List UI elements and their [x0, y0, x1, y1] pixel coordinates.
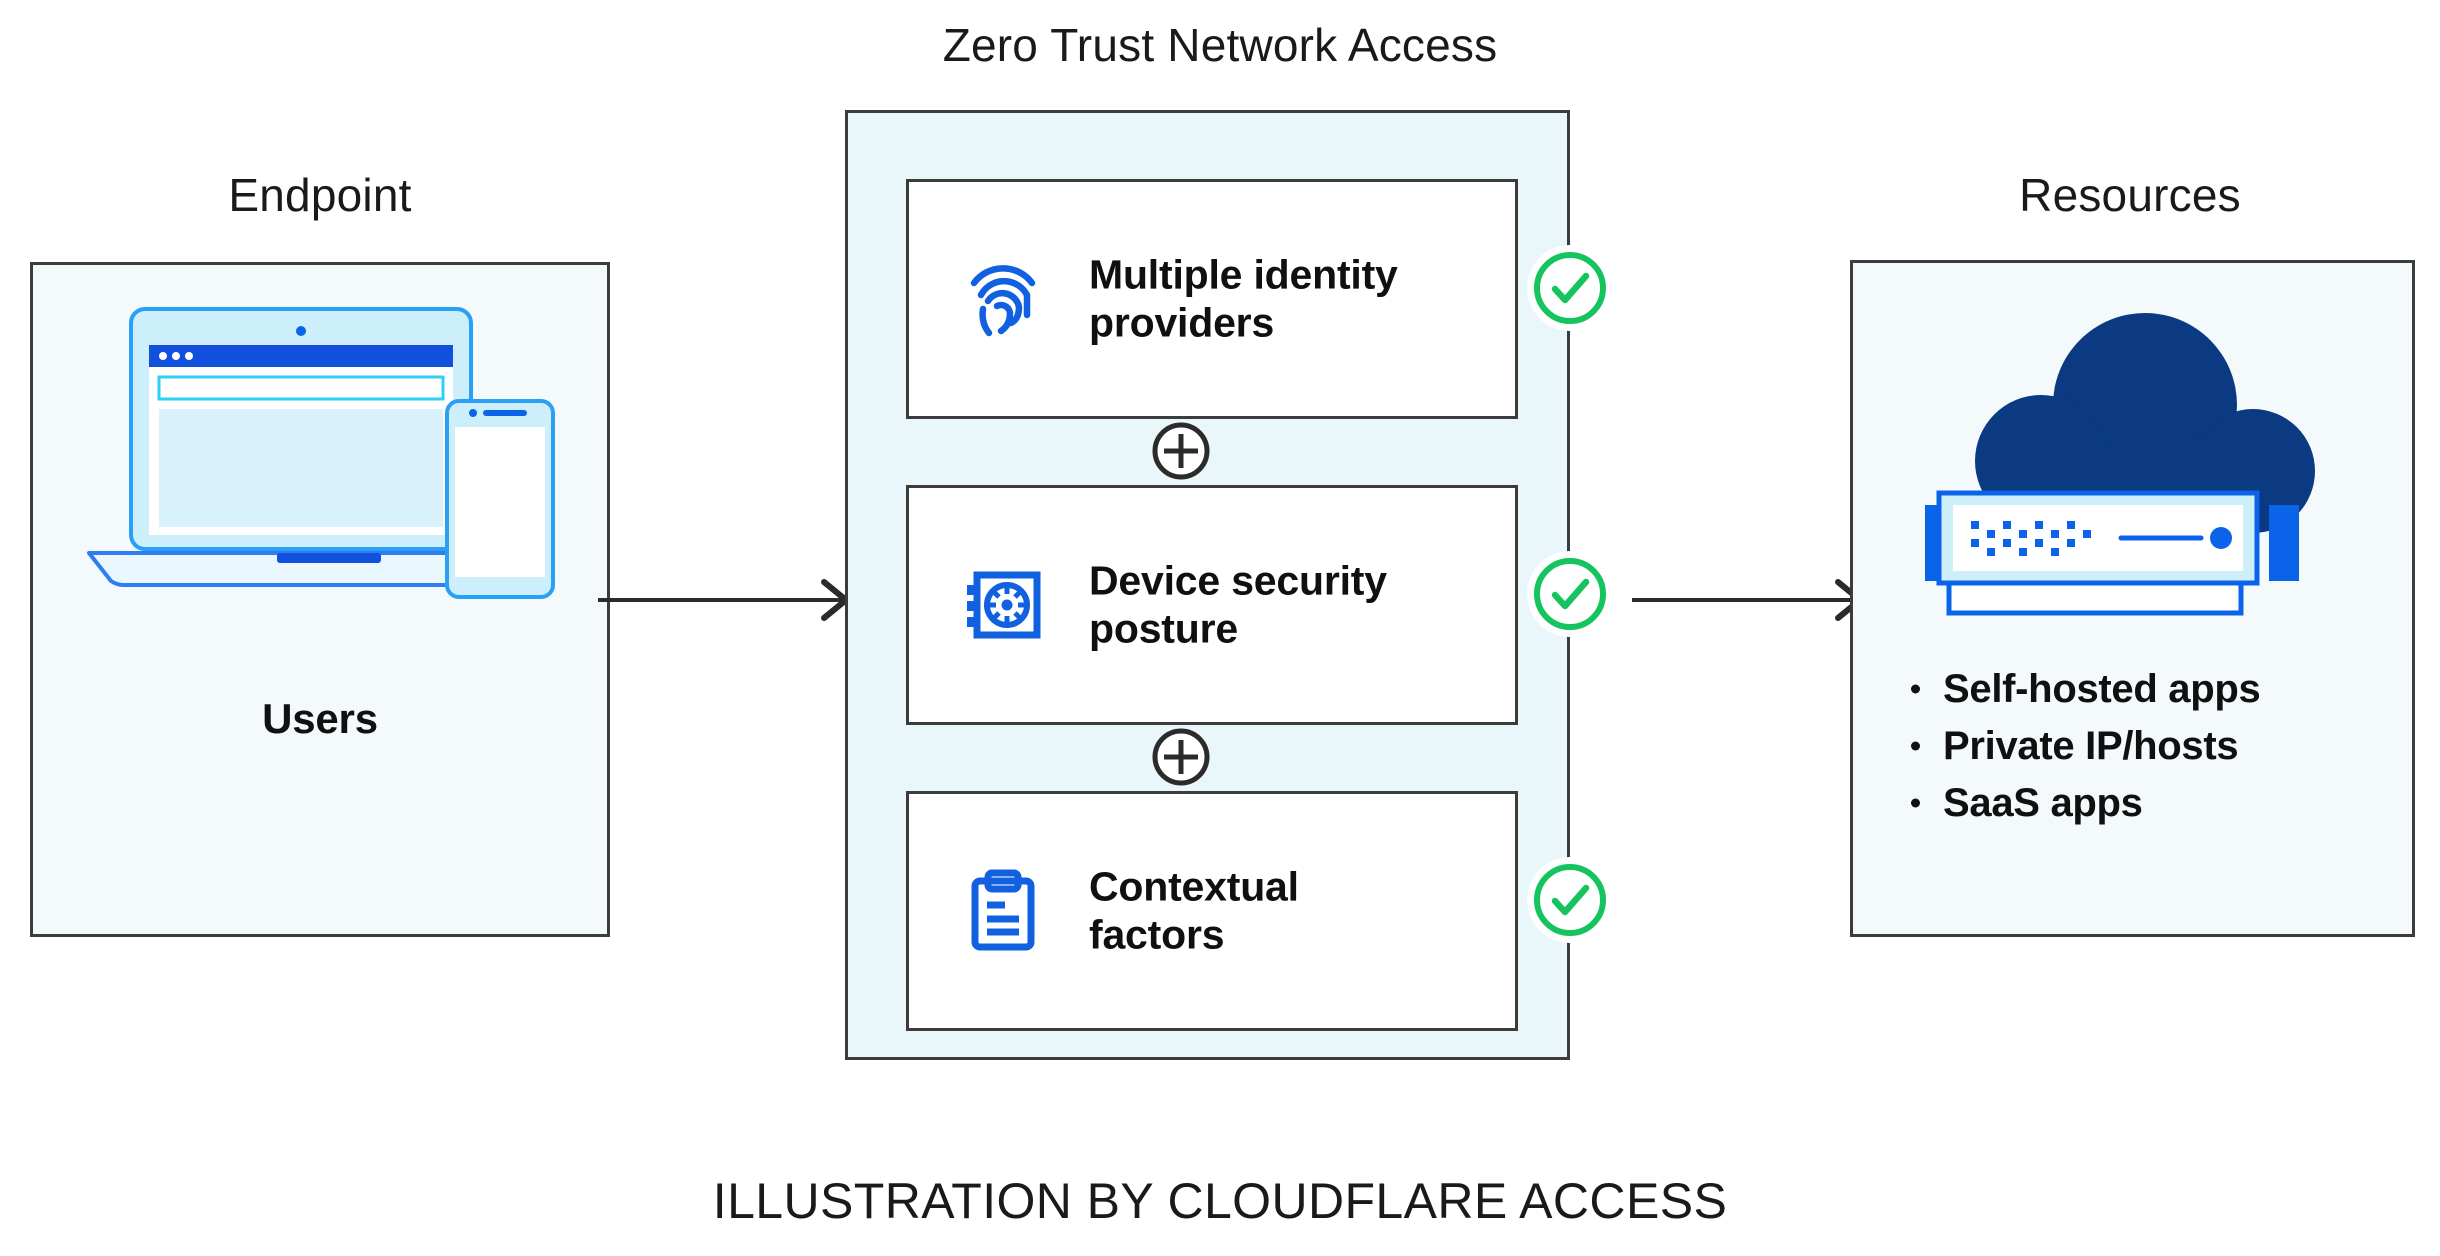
endpoint-title: Endpoint	[228, 169, 412, 221]
plus-circle-icon	[1152, 422, 1210, 480]
list-item-label: Self-hosted apps	[1943, 667, 2261, 711]
laptop-and-phone-illustration	[87, 307, 555, 599]
bullet-icon	[1911, 798, 1920, 808]
factor-label-contextual: Contextual factors	[1089, 863, 1299, 958]
cloud-and-server-illustration	[1925, 313, 2315, 616]
bullet-icon	[1911, 741, 1920, 751]
status-check-device	[1527, 551, 1613, 637]
factor-label-device: Device security posture	[1089, 557, 1387, 652]
endpoint-caption: Users	[262, 695, 378, 742]
factor-box-device[interactable]: Device security posture	[906, 485, 1518, 725]
ztna-panel: Multiple identity providers	[845, 110, 1570, 1060]
endpoint-to-ztna-arrow	[598, 579, 849, 621]
status-check-identity	[1527, 245, 1613, 331]
factor-label-identity: Multiple identity providers	[1089, 251, 1398, 346]
list-item-label: SaaS apps	[1943, 780, 2143, 825]
safe-vault-icon	[967, 571, 1041, 639]
list-item: Private IP/hosts	[1903, 718, 2260, 775]
resources-panel: Self-hosted apps Private IP/hosts SaaS a…	[1850, 260, 2415, 937]
factor-box-contextual[interactable]: Contextual factors	[906, 791, 1518, 1031]
resources-title: Resources	[2019, 169, 2241, 221]
list-item: Self-hosted apps	[1903, 661, 2261, 718]
resources-item-list: Self-hosted apps Private IP/hosts SaaS a…	[1903, 661, 2261, 832]
plus-circle-icon	[1152, 728, 1210, 786]
bullet-icon	[1911, 684, 1920, 694]
fingerprint-icon	[970, 265, 1036, 337]
factor-box-identity[interactable]: Multiple identity providers	[906, 179, 1518, 419]
endpoint-panel: Users	[30, 262, 610, 937]
list-item: SaaS apps	[1903, 775, 2260, 832]
clipboard-icon	[971, 869, 1035, 951]
status-check-contextual	[1527, 857, 1613, 943]
ztna-to-resources-arrow	[1632, 579, 1863, 621]
illustration-credit: ILLUSTRATION BY CLOUDFLARE ACCESS	[712, 1173, 1728, 1229]
list-item-label: Private IP/hosts	[1943, 723, 2239, 768]
ztna-title: Zero Trust Network Access	[942, 19, 1498, 71]
